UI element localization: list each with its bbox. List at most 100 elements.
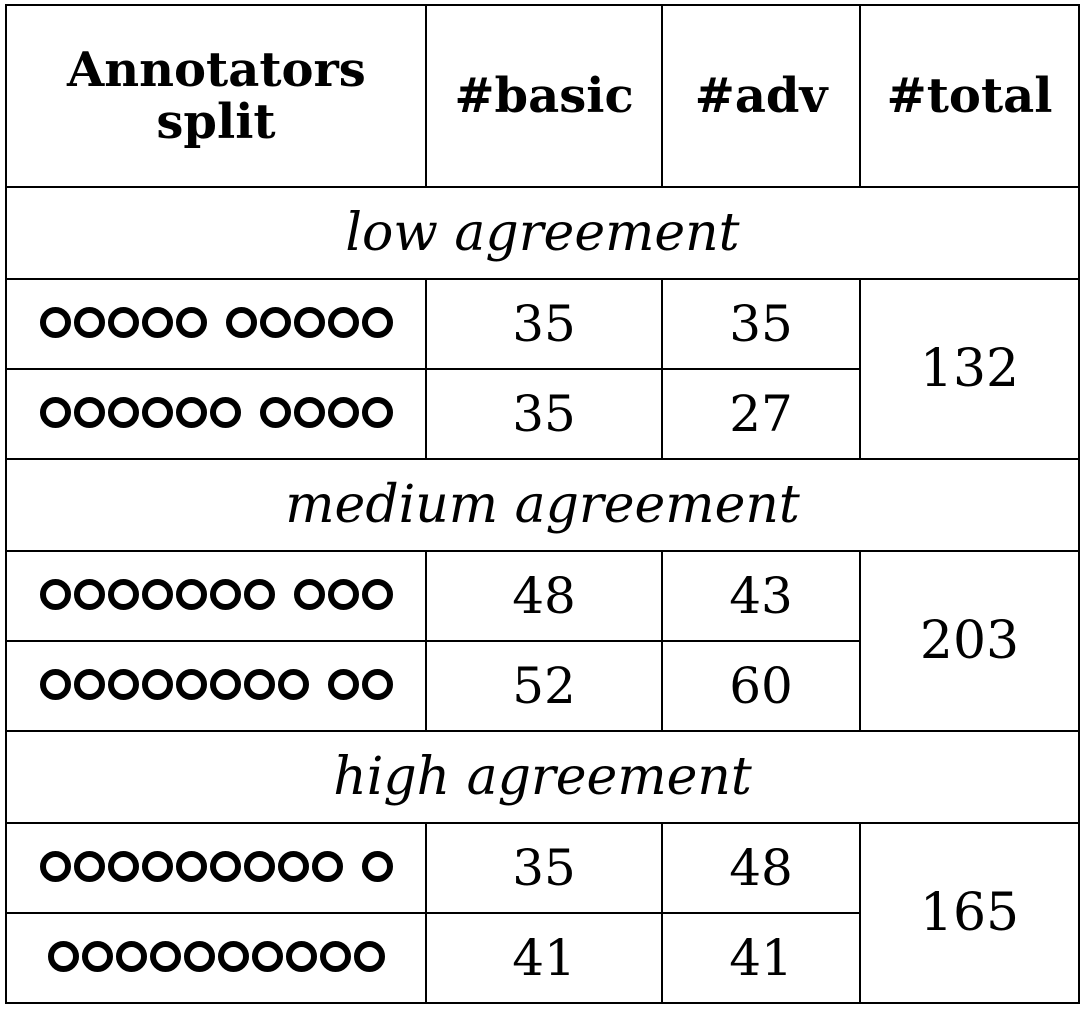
annotator-circle-icon <box>73 396 105 428</box>
annotator-circle-icon <box>73 850 105 882</box>
total-cell: 203 <box>859 550 1080 732</box>
agreement-table: Annotators split #basic #adv #total low … <box>5 4 1080 1004</box>
annotator-circle-icon <box>107 668 139 700</box>
table-row: 35 48 165 <box>5 822 1080 1004</box>
annotator-circle-icon <box>243 578 275 610</box>
annotator-circle-icon <box>141 668 173 700</box>
annotator-circle-icon <box>183 940 215 972</box>
annotator-circle-icon <box>47 940 79 972</box>
annotator-circle-icon <box>361 306 393 338</box>
adv-cell: 27 <box>661 368 861 460</box>
annotator-circle-icon <box>251 940 283 972</box>
annotator-circle-icon <box>39 850 71 882</box>
annotator-circle-icon <box>107 850 139 882</box>
annotator-circle-icon <box>115 940 147 972</box>
split-cell <box>5 640 427 732</box>
annotator-circle-icon <box>39 306 71 338</box>
annotator-circle-icon <box>107 306 139 338</box>
annotator-circle-icon <box>327 668 359 700</box>
annotator-circle-icon <box>259 396 291 428</box>
annotator-circle-icon <box>259 306 291 338</box>
adv-cell: 60 <box>661 640 861 732</box>
split-dots <box>38 578 394 610</box>
split-cell <box>5 278 427 370</box>
table-row: 35 35 132 <box>5 278 1080 460</box>
annotator-circle-icon <box>327 306 359 338</box>
split-dots <box>38 306 394 338</box>
adv-cell: 41 <box>661 912 861 1004</box>
split-cell <box>5 550 427 642</box>
group-row-medium: medium agreement <box>5 458 1080 552</box>
table-row: 48 43 203 <box>5 550 1080 732</box>
header-annotators-split: Annotators split <box>5 4 427 188</box>
annotator-circle-icon <box>319 940 351 972</box>
table-row: 35 27 <box>5 368 1079 460</box>
annotator-circle-icon <box>361 668 393 700</box>
group-label-low: low agreement <box>5 186 1080 280</box>
annotator-circle-icon <box>175 306 207 338</box>
annotator-circle-icon <box>175 396 207 428</box>
annotator-circle-icon <box>353 940 385 972</box>
annotator-circle-icon <box>107 396 139 428</box>
annotator-circle-icon <box>327 396 359 428</box>
annotator-circle-icon <box>277 850 309 882</box>
header-adv: #adv <box>661 4 861 188</box>
annotator-circle-icon <box>73 578 105 610</box>
group-row-low: low agreement <box>5 186 1080 280</box>
adv-cell: 48 <box>661 822 861 914</box>
header-basic: #basic <box>425 4 663 188</box>
annotator-circle-icon <box>277 668 309 700</box>
adv-cell: 43 <box>661 550 861 642</box>
split-dots <box>46 940 386 972</box>
basic-cell: 35 <box>425 278 663 370</box>
split-cell <box>5 912 427 1004</box>
annotator-circle-icon <box>285 940 317 972</box>
group-row-high: high agreement <box>5 730 1080 824</box>
split-dots <box>38 850 394 882</box>
table-row: 52 60 <box>5 640 1079 732</box>
annotator-circle-icon <box>141 578 173 610</box>
annotator-circle-icon <box>293 396 325 428</box>
annotator-circle-icon <box>243 850 275 882</box>
basic-cell: 52 <box>425 640 663 732</box>
annotator-circle-icon <box>209 850 241 882</box>
split-dots <box>38 668 394 700</box>
annotator-circle-icon <box>361 850 393 882</box>
split-dots <box>38 396 394 428</box>
annotator-circle-icon <box>209 578 241 610</box>
annotator-circle-icon <box>73 306 105 338</box>
total-cell: 132 <box>859 278 1080 460</box>
basic-cell: 41 <box>425 912 663 1004</box>
annotator-circle-icon <box>311 850 343 882</box>
annotator-circle-icon <box>81 940 113 972</box>
split-cell <box>5 822 427 914</box>
annotator-circle-icon <box>293 578 325 610</box>
annotator-circle-icon <box>175 578 207 610</box>
annotator-circle-icon <box>217 940 249 972</box>
annotator-circle-icon <box>243 668 275 700</box>
annotator-circle-icon <box>175 850 207 882</box>
annotator-circle-icon <box>225 306 257 338</box>
table-row: 41 41 <box>5 912 1079 1004</box>
group-label-high: high agreement <box>5 730 1080 824</box>
annotator-circle-icon <box>141 396 173 428</box>
annotator-circle-icon <box>293 306 325 338</box>
annotator-circle-icon <box>327 578 359 610</box>
annotator-circle-icon <box>149 940 181 972</box>
annotator-circle-icon <box>39 668 71 700</box>
basic-cell: 35 <box>425 368 663 460</box>
group-label-medium: medium agreement <box>5 458 1080 552</box>
annotator-circle-icon <box>361 578 393 610</box>
basic-cell: 48 <box>425 550 663 642</box>
annotator-circle-icon <box>209 668 241 700</box>
annotator-circle-icon <box>141 306 173 338</box>
total-cell: 165 <box>859 822 1080 1004</box>
annotator-circle-icon <box>73 668 105 700</box>
basic-cell: 35 <box>425 822 663 914</box>
header-total: #total <box>859 4 1080 188</box>
adv-cell: 35 <box>661 278 861 370</box>
annotator-circle-icon <box>175 668 207 700</box>
annotator-circle-icon <box>361 396 393 428</box>
header-row: Annotators split #basic #adv #total <box>5 4 1080 188</box>
annotator-circle-icon <box>209 396 241 428</box>
